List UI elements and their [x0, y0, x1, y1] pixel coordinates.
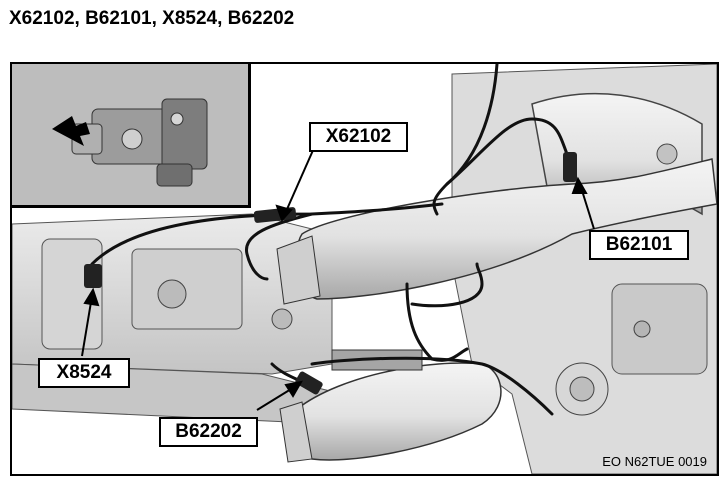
callout-x8524: X8524 [38, 358, 130, 388]
callout-b62202: B62202 [159, 417, 258, 447]
engine-block [451, 64, 717, 474]
locator-arrow-icon [52, 116, 90, 146]
locator-inset-illustration [52, 98, 208, 187]
callout-x62102: X62102 [309, 122, 408, 152]
callout-b62101: B62101 [589, 230, 689, 260]
page-title: X62102, B62101, X8524, B62202 [9, 8, 295, 29]
leader-arrows [81, 147, 595, 411]
reference-code: EO N62TUE 0019 [602, 454, 707, 469]
locator-inset [12, 64, 251, 208]
sensor-b62202 [295, 371, 323, 395]
exhaust-illustration [12, 64, 717, 474]
upper-catalytic-converter [276, 158, 717, 305]
sensor-x8524 [84, 264, 102, 288]
diagram-figure: X62102 B62101 X8524 B62202 EO N62TUE 001… [10, 62, 719, 476]
sensor-b62101 [563, 152, 577, 182]
